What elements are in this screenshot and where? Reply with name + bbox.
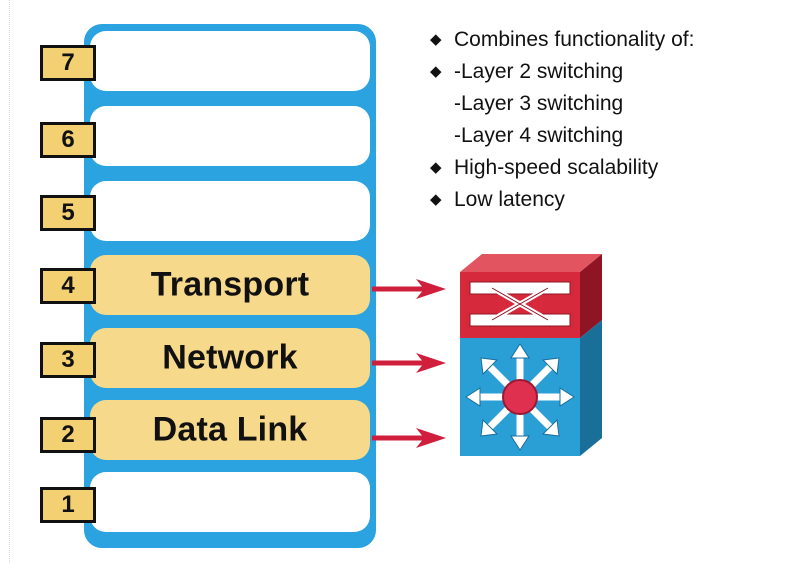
feature-text: -Layer 2 switching [454,60,624,83]
feature-item: ◆ Combines functionality of: [424,24,694,56]
feature-text: Combines functionality of: [454,28,695,51]
layer-4-box: Transport [90,255,370,315]
feature-list: ◆ Combines functionality of: ◆ -Layer 2 … [424,24,694,216]
layer-1-box [90,472,370,532]
feature-text: High-speed scalability [454,156,659,179]
right-arrow-icon [372,428,446,448]
layer-6-number: 6 [40,122,96,158]
right-arrow-icon [372,353,446,373]
multilayer-switch-icon [460,254,602,456]
feature-item: ◆ High-speed scalability [424,152,694,184]
feature-item: ◆ Low latency [424,184,694,216]
layer-4-label: Transport [150,265,310,304]
diamond-bullet-icon: ◆ [430,191,442,208]
diamond-bullet-icon: ◆ [430,159,442,176]
layer-6-box [90,106,370,166]
layer-4-number: 4 [40,268,96,304]
layer-7-box [90,31,370,91]
right-arrow-icon [372,279,446,299]
layer-3-box: Network [90,328,370,388]
page-edge-dotted-line [0,0,10,563]
feature-item: -Layer 4 switching [424,120,694,152]
feature-text: -Layer 3 switching [454,92,624,115]
diamond-bullet-icon: ◆ [430,63,442,80]
feature-item: -Layer 3 switching [424,88,694,120]
feature-item: ◆ -Layer 2 switching [424,56,694,88]
layer-3-label: Network [162,338,298,377]
layer-2-box: Data Link [90,400,370,460]
layer-3-number: 3 [40,342,96,378]
layer-5-box [90,181,370,241]
diamond-bullet-icon: ◆ [430,31,442,48]
layer-7-number: 7 [40,45,96,81]
layer-1-number: 1 [40,487,96,523]
feature-text: -Layer 4 switching [454,124,624,147]
feature-text: Low latency [454,188,565,211]
layer-5-number: 5 [40,195,96,231]
layer-2-label: Data Link [152,410,308,449]
layer-2-number: 2 [40,417,96,453]
